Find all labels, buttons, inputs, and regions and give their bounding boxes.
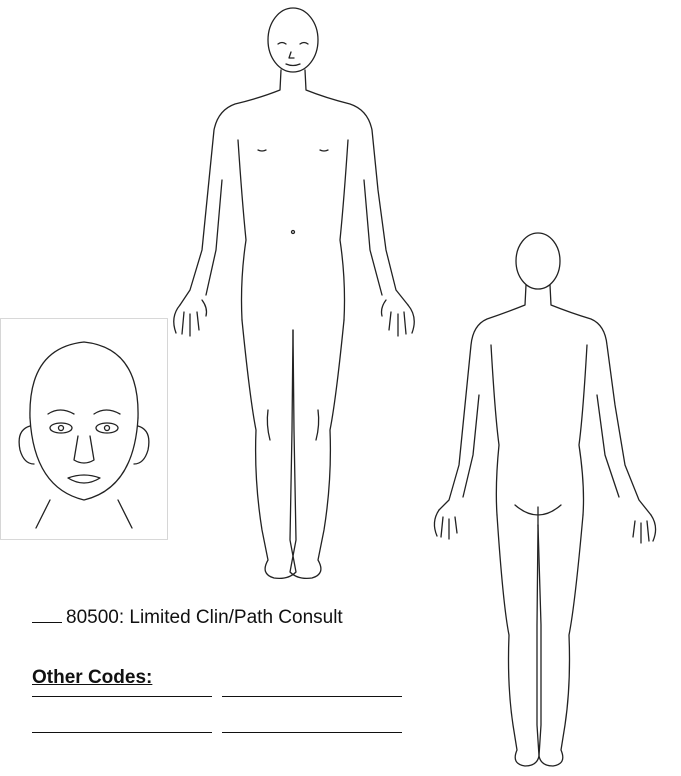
consult-code-line: 80500: Limited Clin/Path Consult [32, 607, 343, 629]
consult-label: 80500: Limited Clin/Path Consult [66, 607, 343, 628]
back-body-diagram [425, 225, 681, 776]
face-diagram [0, 318, 168, 540]
front-body-diagram [150, 0, 430, 590]
other-code-field-1[interactable] [32, 696, 212, 697]
other-code-field-2[interactable] [222, 696, 402, 697]
other-codes-heading: Other Codes: [32, 667, 152, 689]
other-code-field-3[interactable] [32, 732, 212, 733]
consult-checkbox-blank[interactable] [32, 621, 62, 623]
other-code-field-4[interactable] [222, 732, 402, 733]
